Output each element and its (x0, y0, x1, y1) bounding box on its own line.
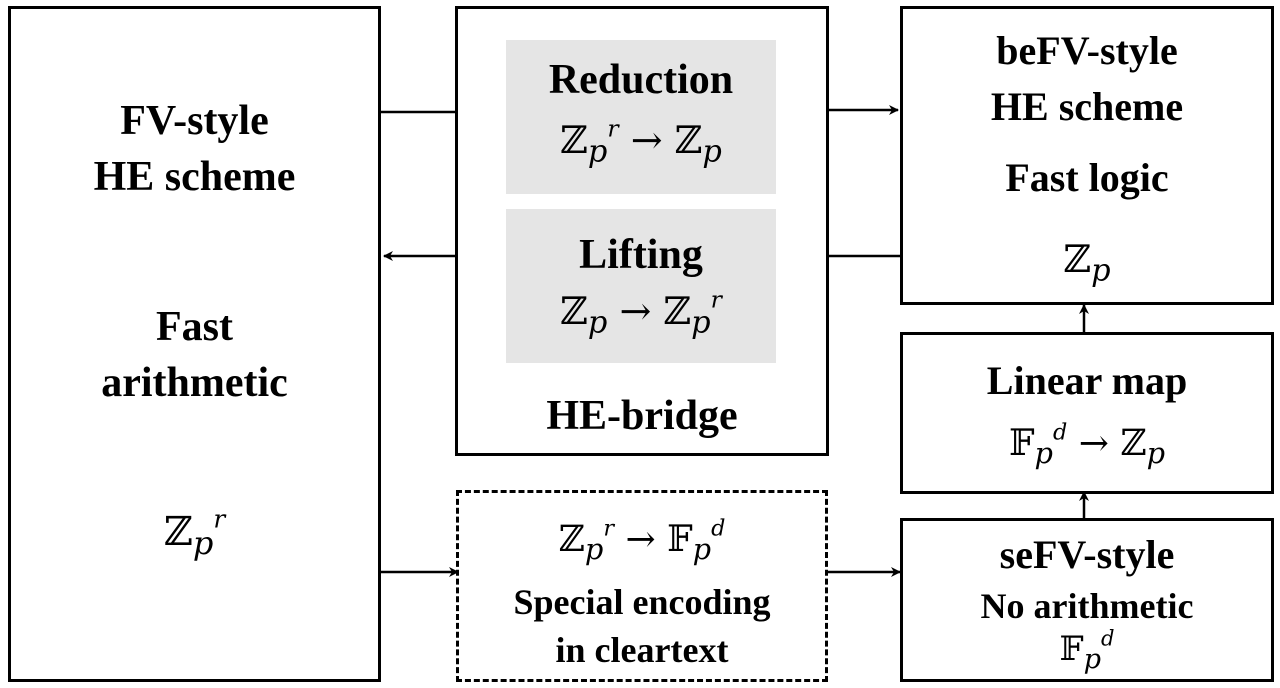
sefv-ring-label: 𝔽pd (1059, 625, 1115, 675)
lifting-title: Lifting (579, 232, 703, 278)
befv-scheme-box: beFV-style HE scheme Fast logic ℤp (900, 6, 1274, 305)
befv-feature: Fast logic (1005, 155, 1169, 200)
lifting-mapping: ℤp → ℤpr (560, 285, 722, 341)
befv-title-line2: HE scheme (990, 84, 1184, 129)
special-encoding-box: ℤpr → 𝔽pd Special encoding in cleartext (456, 490, 828, 682)
befv-title-line1: beFV-style (996, 28, 1178, 73)
linear-map-box: Linear map 𝔽pd → ℤp (900, 332, 1274, 494)
sefv-title: seFV-style (999, 532, 1175, 577)
linear-map-title: Linear map (986, 358, 1188, 403)
he-bridge-label: HE-bridge (546, 393, 738, 439)
linear-map-mapping: 𝔽pd → ℤp (1008, 419, 1166, 471)
encoding-line1: Special encoding (513, 582, 771, 622)
fv-ring-label: ℤpr (163, 504, 226, 562)
fv-feature-line1: Fast (156, 304, 233, 350)
reduction-panel: Reduction ℤpr → ℤp (506, 40, 776, 194)
fv-feature-line2: arithmetic (101, 360, 288, 406)
lifting-panel: Lifting ℤp → ℤpr (506, 209, 776, 363)
sefv-feature: No arithmetic (980, 586, 1194, 626)
fv-title-line2: HE scheme (93, 154, 296, 200)
reduction-title: Reduction (548, 57, 734, 103)
befv-ring-label: ℤp (1063, 237, 1111, 289)
encoding-mapping: ℤpr → 𝔽pd (558, 515, 726, 567)
fv-scheme-box: FV-style HE scheme Fast arithmetic ℤpr (8, 6, 381, 682)
encoding-line2: in cleartext (555, 630, 729, 670)
he-bridge-box: Reduction ℤpr → ℤp Lifting ℤp → ℤpr HE-b… (455, 6, 829, 456)
reduction-mapping: ℤpr → ℤp (560, 114, 722, 170)
sefv-scheme-box: seFV-style No arithmetic 𝔽pd (900, 518, 1274, 682)
fv-title-line1: FV-style (120, 98, 269, 144)
